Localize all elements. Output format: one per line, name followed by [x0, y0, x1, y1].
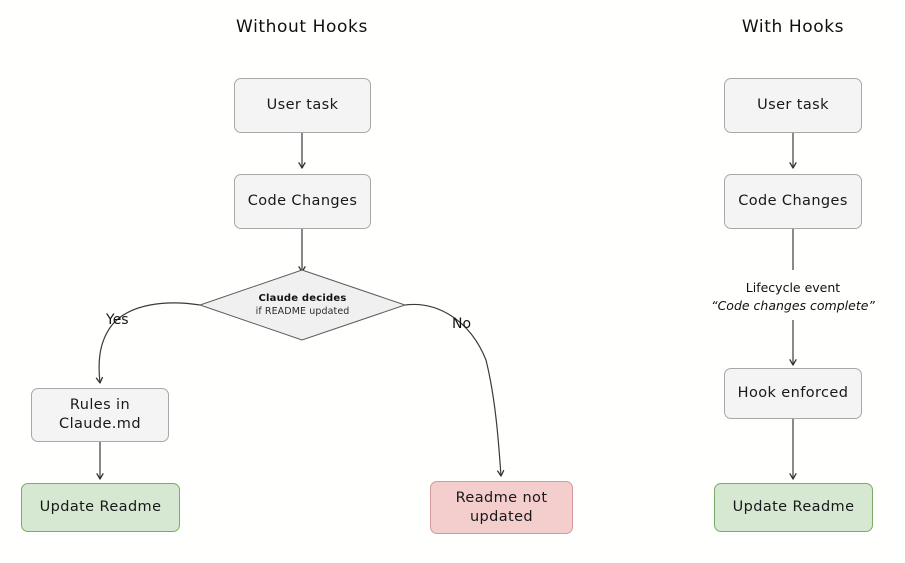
node-left-rules-line1: Rules in	[69, 397, 131, 414]
edge-label-yes: Yes	[106, 312, 129, 328]
node-left-readme-not-updated-line2: updated	[469, 508, 534, 525]
node-left-code-changes[interactable]: Code Changes	[234, 174, 371, 229]
lifecycle-annotation-line2: “Code changes complete”	[711, 298, 875, 314]
node-right-code-changes[interactable]: Code Changes	[724, 174, 862, 229]
decision-subtitle: if README updated	[255, 305, 350, 317]
node-right-user-task-label: User task	[757, 97, 829, 114]
node-right-hook-enforced-label: Hook enforced	[737, 385, 849, 402]
decision-title: Claude decides	[258, 292, 347, 304]
right-lifecycle-annotation: Lifecycle event “Code changes complete”	[693, 279, 893, 315]
node-left-rules-line2: Claude.md	[59, 416, 141, 432]
node-left-code-changes-label: Code Changes	[247, 193, 358, 210]
node-left-rules-in-claude-md[interactable]: Rules in Claude.md	[31, 388, 169, 442]
edge-label-no: No	[452, 316, 472, 332]
node-left-readme-not-updated[interactable]: Readme not updated	[430, 481, 573, 534]
node-left-update-readme-label: Update Readme	[39, 499, 162, 516]
node-left-user-task[interactable]: User task	[234, 78, 371, 133]
node-right-hook-enforced[interactable]: Hook enforced	[724, 368, 862, 419]
decision-label-group: Claude decides if README updated	[200, 270, 405, 340]
column-title-without-hooks: Without Hooks	[236, 17, 368, 37]
node-right-user-task[interactable]: User task	[724, 78, 862, 133]
edge-decision-yes-to-rules	[95, 302, 201, 384]
node-left-user-task-label: User task	[266, 97, 339, 114]
column-title-with-hooks: With Hooks	[741, 17, 845, 37]
lifecycle-annotation-line1: Lifecycle event	[745, 280, 841, 295]
node-left-readme-not-updated-line1: Readme not	[455, 489, 548, 506]
edge-decision-no-to-readme-not-updated	[404, 303, 505, 477]
node-right-update-readme-label: Update Readme	[732, 499, 855, 516]
decision-diamond-shape	[198, 269, 407, 341]
node-right-code-changes-label: Code Changes	[738, 193, 848, 210]
node-right-update-readme[interactable]: Update Readme	[714, 483, 873, 532]
node-left-update-readme[interactable]: Update Readme	[21, 483, 180, 532]
node-left-decision[interactable]: Claude decides if README updated	[200, 270, 405, 340]
